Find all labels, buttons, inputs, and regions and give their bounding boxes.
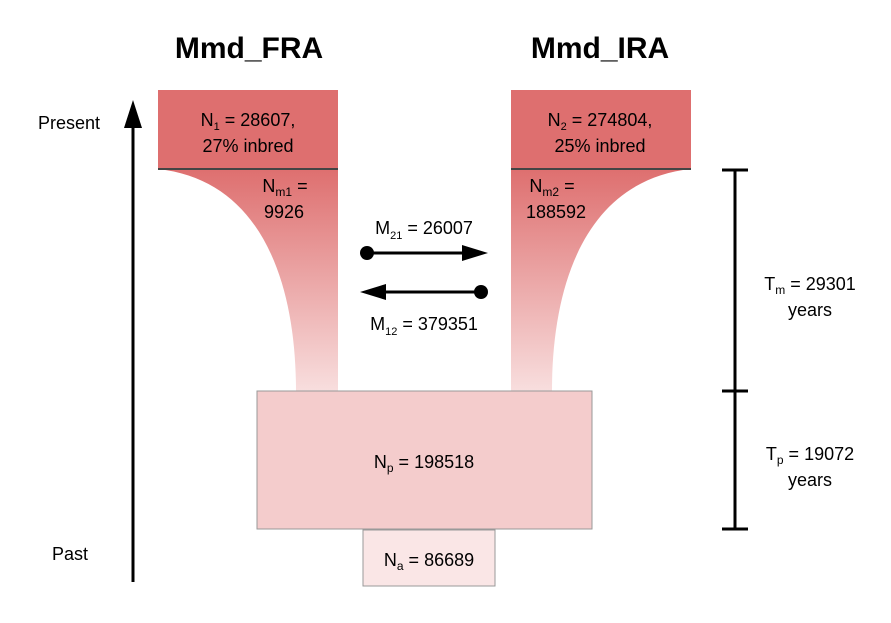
present-label: Present (38, 113, 100, 133)
right-inbred-label: 25% inbred (554, 136, 645, 156)
m12-label: M12 = 379351 (370, 314, 478, 338)
tp-unit: years (788, 470, 832, 490)
left-inbred-label: 27% inbred (202, 136, 293, 156)
m21-label: M21 = 26007 (375, 218, 473, 242)
np-label: Np = 198518 (374, 452, 474, 475)
right-population-box (511, 90, 691, 169)
nm2-value: 188592 (526, 202, 586, 222)
na-label: Na = 86689 (384, 550, 474, 573)
migration-arrow-m21 (360, 245, 488, 261)
left-population-box (158, 90, 338, 169)
time-axis-arrow (124, 100, 142, 582)
n1-label: N1 = 28607, (201, 110, 296, 133)
migration-arrow-m12 (360, 284, 488, 300)
time-bracket (722, 168, 748, 531)
left-population-trumpet (158, 169, 338, 391)
ancestral-np-box (256, 390, 593, 530)
tp-label: Tp = 19072 (766, 444, 854, 467)
tm-label: Tm = 29301 (764, 274, 856, 297)
tm-unit: years (788, 300, 832, 320)
nm1-label: Nm1 = (262, 176, 307, 199)
population-title-left: Mmd_FRA (175, 32, 323, 65)
nm1-value: 9926 (264, 202, 304, 222)
past-label: Past (52, 544, 88, 564)
population-title-right: Mmd_IRA (531, 32, 669, 65)
n2-label: N2 = 274804, (548, 110, 653, 133)
right-population-trumpet (511, 169, 691, 391)
nm2-label: Nm2 = (529, 176, 574, 199)
ancestral-population-box (362, 529, 496, 587)
